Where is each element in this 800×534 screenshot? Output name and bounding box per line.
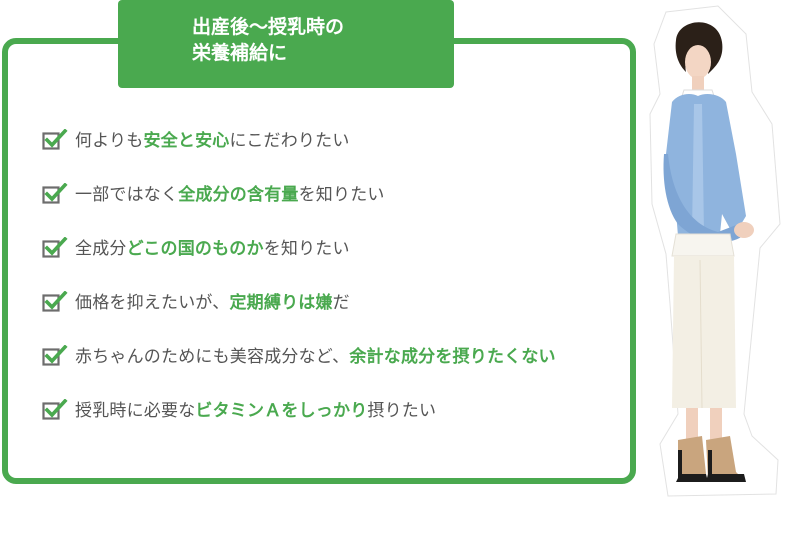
highlight-text: 全成分の含有量 bbox=[178, 185, 299, 205]
highlight-text: どこの国のものか bbox=[126, 239, 264, 259]
item-text-segment: 価格を抑えたいが、 bbox=[75, 293, 230, 313]
title-tab: 出産後〜授乳時の 栄養補給に bbox=[118, 0, 454, 88]
checklist-item: 何よりも安全と安心にこだわりたい bbox=[42, 129, 556, 184]
item-text-segment: 全成分 bbox=[75, 239, 127, 259]
checklist-item: 一部ではなく全成分の含有量を知りたい bbox=[42, 183, 556, 238]
checklist-item-text: 何よりも安全と安心にこだわりたい bbox=[75, 130, 350, 152]
title-line-1: 出産後〜授乳時の bbox=[192, 16, 345, 38]
checklist-item-text: 全成分どこの国のものかを知りたい bbox=[75, 238, 350, 260]
item-text-segment: を知りたい bbox=[298, 185, 385, 205]
checkbox-checked-icon bbox=[42, 291, 68, 312]
checklist-item: 価格を抑えたいが、定期縛りは嫌だ bbox=[42, 291, 556, 346]
item-text-segment: を知りたい bbox=[263, 239, 350, 259]
checklist: 何よりも安全と安心にこだわりたい一部ではなく全成分の含有量を知りたい全成分どこの… bbox=[42, 129, 556, 454]
checkbox-checked-icon bbox=[42, 399, 68, 420]
item-text-segment: 授乳時に必要な bbox=[75, 401, 196, 421]
item-text-segment: 摂りたい bbox=[367, 401, 437, 421]
highlight-text: 安全と安心 bbox=[143, 131, 230, 151]
highlight-text: ビタミンＡをしっかり bbox=[195, 401, 368, 421]
item-text-segment: だ bbox=[332, 293, 350, 313]
checkbox-checked-icon bbox=[42, 129, 68, 150]
highlight-text: 余計な成分を摂りたくない bbox=[349, 347, 556, 367]
item-text-segment: 赤ちゃんのためにも美容成分など、 bbox=[75, 347, 350, 367]
checkbox-checked-icon bbox=[42, 183, 68, 204]
title-line-2: 栄養補給に bbox=[192, 42, 288, 64]
checklist-item-text: 価格を抑えたいが、定期縛りは嫌だ bbox=[75, 292, 350, 314]
checklist-item: 赤ちゃんのためにも美容成分など、余計な成分を摂りたくない bbox=[42, 345, 556, 400]
checklist-item-text: 一部ではなく全成分の含有量を知りたい bbox=[75, 184, 385, 206]
item-text-segment: 何よりも bbox=[75, 131, 144, 151]
checklist-item-text: 授乳時に必要なビタミンＡをしっかり摂りたい bbox=[75, 400, 436, 422]
woman-photo bbox=[649, 5, 781, 497]
checkbox-checked-icon bbox=[42, 237, 68, 258]
highlight-text: 定期縛りは嫌 bbox=[229, 293, 333, 313]
item-text-segment: にこだわりたい bbox=[229, 131, 350, 151]
item-text-segment: 一部ではなく bbox=[75, 185, 179, 205]
checkbox-checked-icon bbox=[42, 345, 68, 366]
checklist-item: 授乳時に必要なビタミンＡをしっかり摂りたい bbox=[42, 399, 556, 454]
checklist-item: 全成分どこの国のものかを知りたい bbox=[42, 237, 556, 292]
checklist-item-text: 赤ちゃんのためにも美容成分など、余計な成分を摂りたくない bbox=[75, 346, 556, 368]
